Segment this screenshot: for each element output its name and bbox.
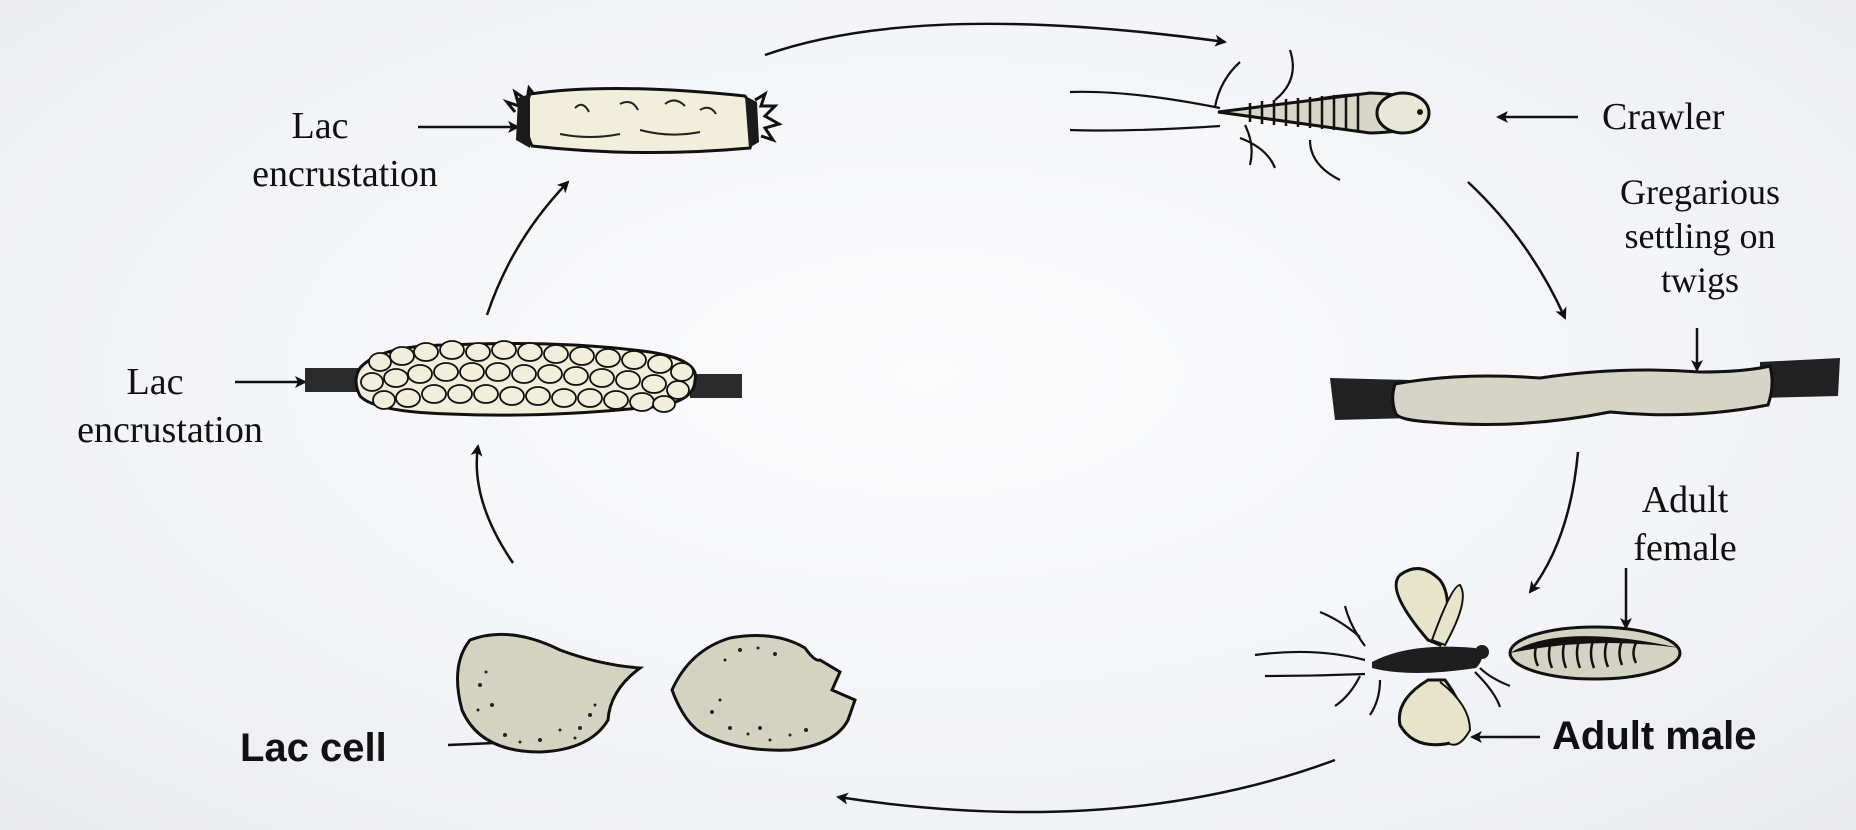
lac-encrustation-twig-illustration bbox=[305, 341, 742, 415]
adult-male-illustration bbox=[1255, 569, 1510, 745]
label-lac-encrustation-top: Lac encrustation bbox=[195, 102, 495, 198]
cycle-arrow-right-upper bbox=[1468, 182, 1565, 318]
cycle-arrow-left-lower bbox=[477, 446, 513, 563]
label-adult-male: Adult male bbox=[1552, 712, 1756, 760]
label-lac-cell: Lac cell bbox=[240, 724, 387, 772]
crawler-illustration bbox=[1070, 50, 1429, 180]
cycle-arrow-top bbox=[765, 24, 1225, 55]
label-adult-female: Adult female bbox=[1580, 476, 1790, 572]
label-crawler: Crawler bbox=[1602, 93, 1724, 141]
label-gregarious-settling: Gregarious settling on twigs bbox=[1580, 170, 1820, 302]
lac-cell-left-illustration bbox=[458, 634, 641, 752]
cycle-arrow-left-upper bbox=[487, 182, 568, 315]
adult-female-illustration bbox=[1510, 627, 1680, 679]
label-lac-encrustation-mid: Lac encrustation bbox=[10, 358, 330, 454]
lac-encrustation-mass-illustration bbox=[507, 88, 779, 153]
cycle-arrow-bottom bbox=[838, 760, 1335, 812]
lac-cell-right-illustration bbox=[672, 636, 855, 751]
cycle-arrow-right-lower bbox=[1530, 452, 1578, 592]
gregarious-settling-twig-illustration bbox=[1330, 358, 1840, 424]
